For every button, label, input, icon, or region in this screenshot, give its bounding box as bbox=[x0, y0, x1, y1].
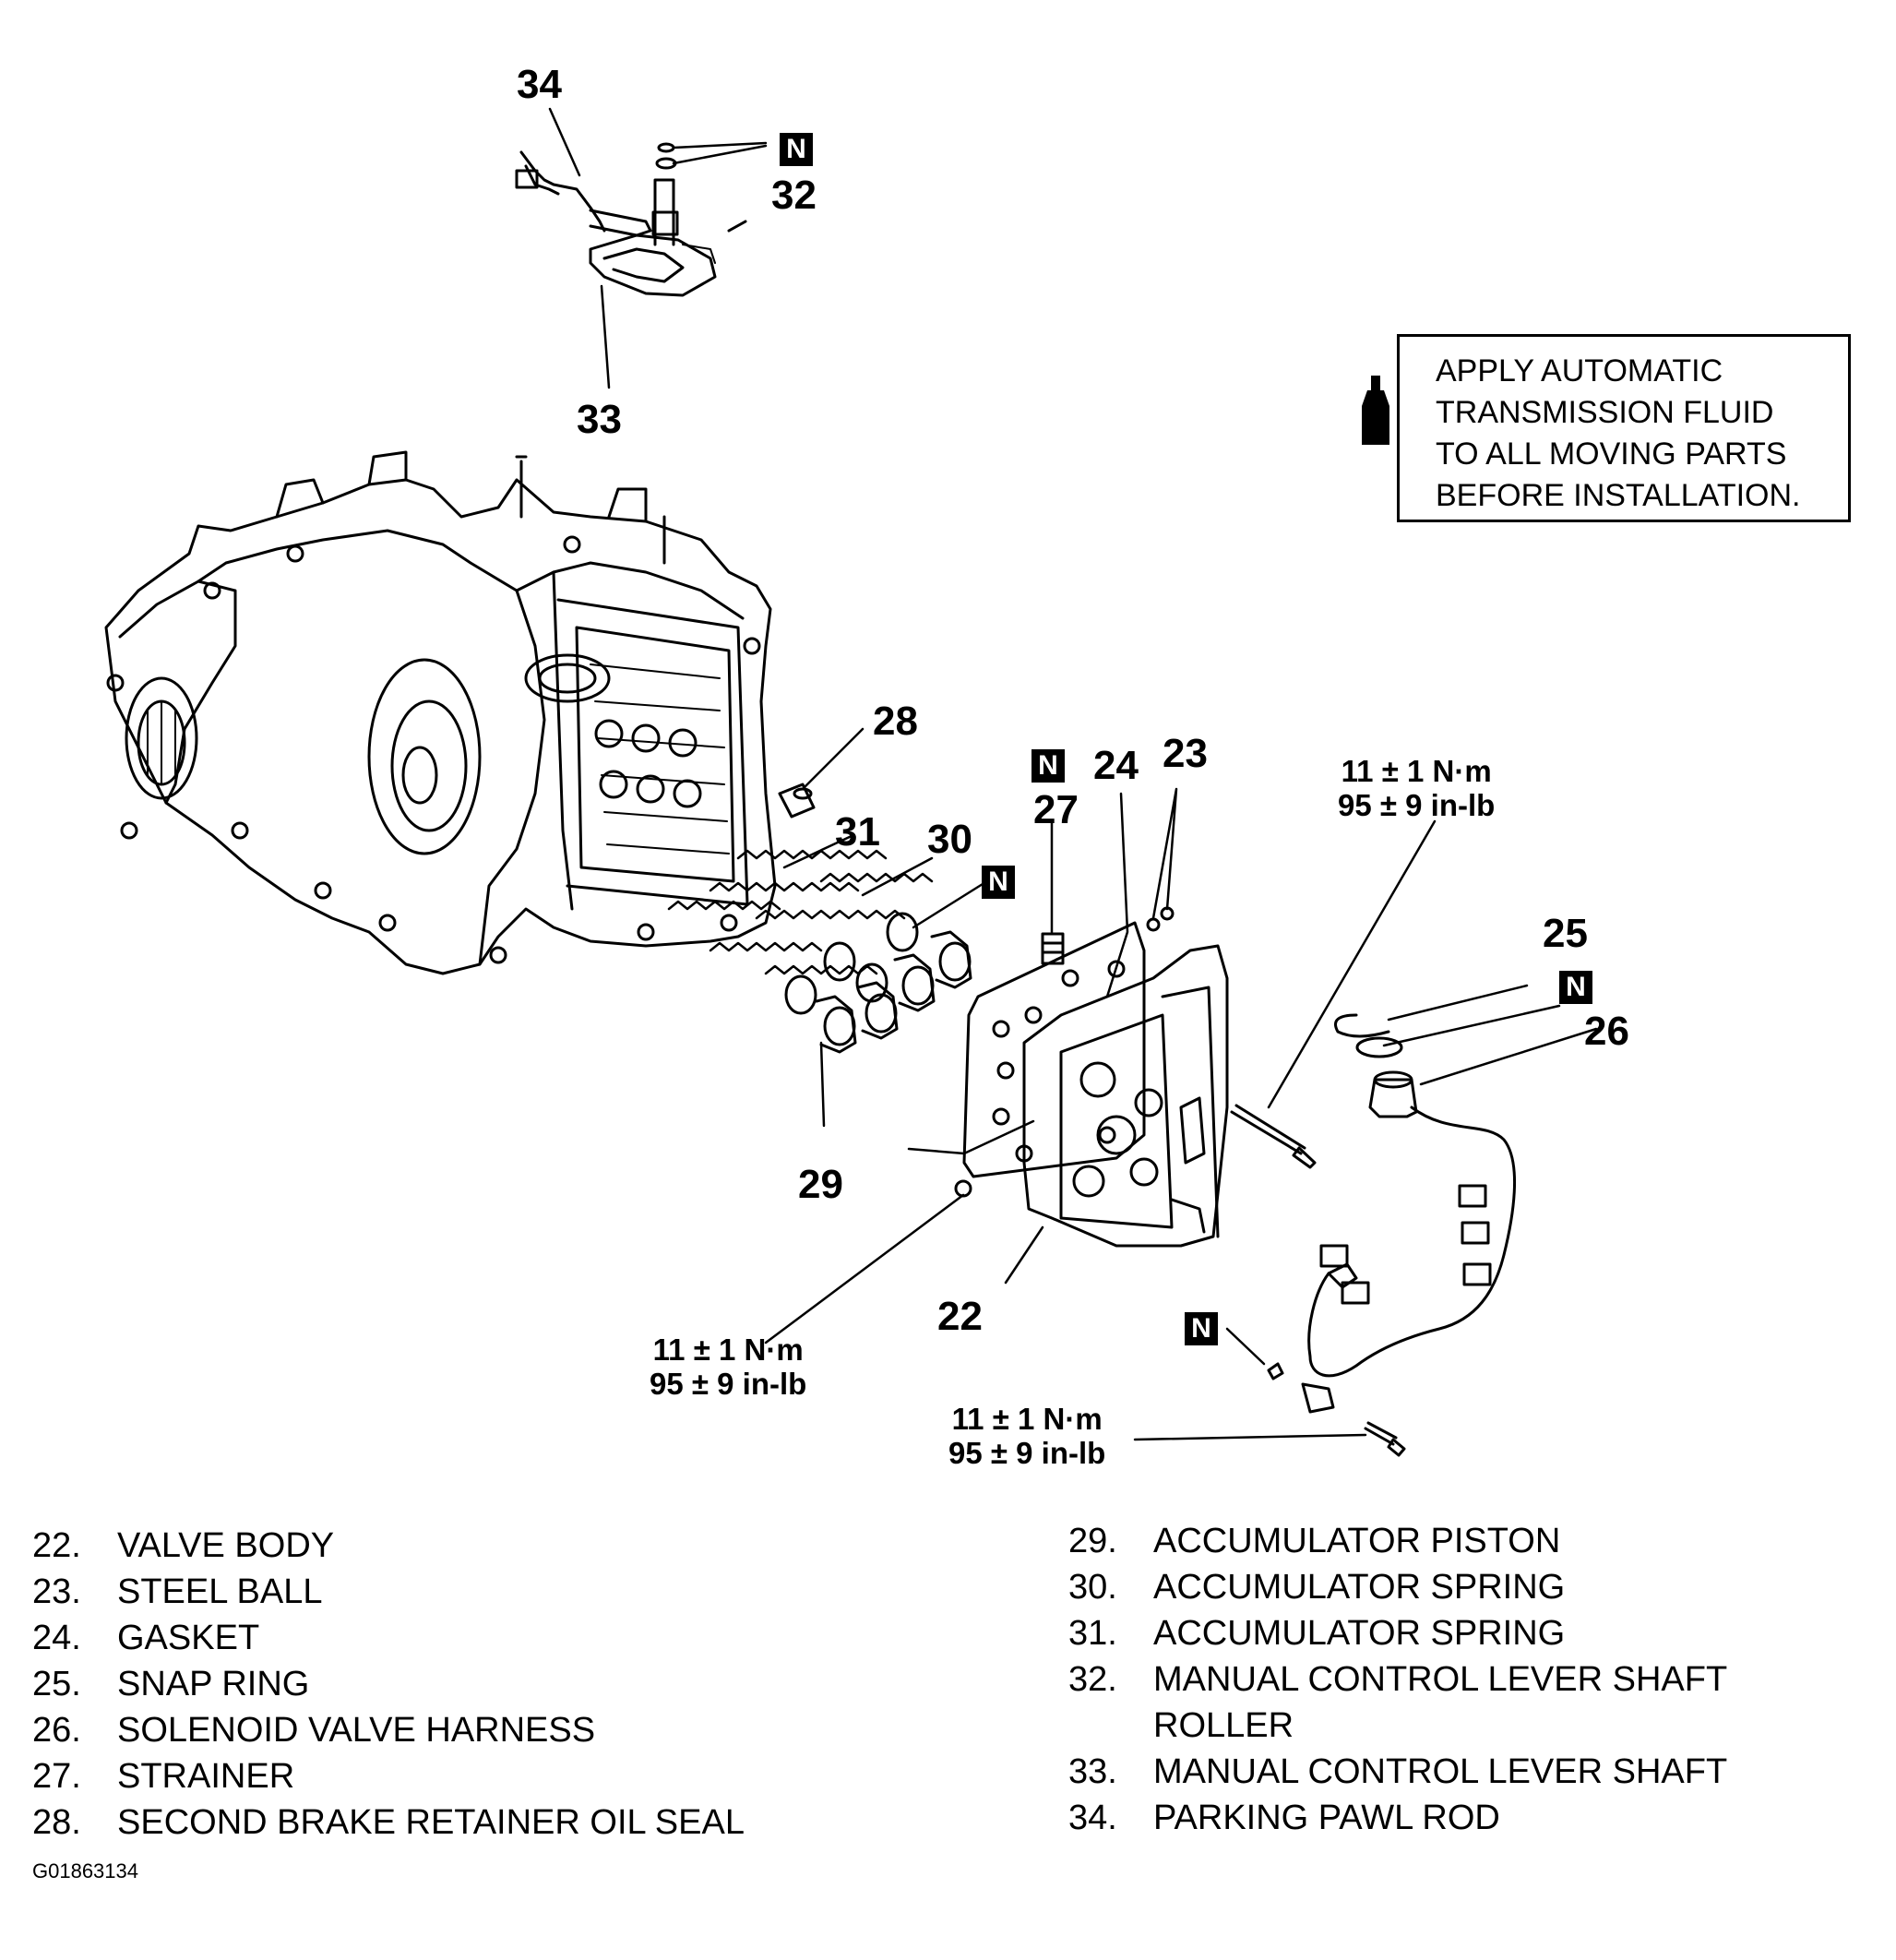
oil-seal-part bbox=[778, 783, 816, 819]
legend-label: PARKING PAWL ROD bbox=[1153, 1799, 1500, 1837]
legend-label: SECOND BRAKE RETAINER OIL SEAL bbox=[117, 1803, 745, 1842]
legend-number: 28. bbox=[32, 1803, 81, 1842]
note-line: TO ALL MOVING PARTS bbox=[1436, 436, 1787, 472]
legend-item: 34. PARKING PAWL ROD bbox=[1068, 1795, 1880, 1841]
snap-ring-part bbox=[1334, 1013, 1390, 1038]
callout-28: 28 bbox=[873, 699, 918, 744]
callout-22: 22 bbox=[937, 1294, 983, 1339]
callout-26: 26 bbox=[1584, 1009, 1629, 1054]
legend-number: 27. bbox=[32, 1757, 81, 1796]
legend-number: 30. bbox=[1068, 1568, 1117, 1607]
callout-25: 25 bbox=[1543, 911, 1588, 956]
note-line: BEFORE INSTALLATION. bbox=[1436, 478, 1801, 513]
steel-ball bbox=[1146, 917, 1161, 932]
legend-number: 26. bbox=[32, 1711, 81, 1750]
legend-label: ROLLER bbox=[1153, 1706, 1294, 1745]
legend-number: 29. bbox=[1068, 1522, 1117, 1560]
legend-item: 25. SNAP RING bbox=[32, 1661, 863, 1707]
note-line: APPLY AUTOMATIC bbox=[1436, 353, 1723, 388]
o-ring-part bbox=[1355, 1036, 1403, 1058]
legend-item: 32. MANUAL CONTROL LEVER SHAFT bbox=[1068, 1656, 1880, 1703]
fluid-note-box: APPLY AUTOMATIC TRANSMISSION FLUID TO AL… bbox=[1397, 334, 1851, 522]
mounting-bolts bbox=[954, 1104, 1406, 1457]
legend-item: 28. SECOND BRAKE RETAINER OIL SEAL bbox=[32, 1799, 863, 1846]
legend-label: VALVE BODY bbox=[117, 1526, 335, 1565]
legend-number: 22. bbox=[32, 1526, 81, 1565]
legend-label: STRAINER bbox=[117, 1757, 295, 1796]
legend-number: 33. bbox=[1068, 1752, 1117, 1791]
new-part-badge: N bbox=[780, 133, 813, 166]
callout-33: 33 bbox=[577, 397, 622, 442]
legend-number: 31. bbox=[1068, 1614, 1117, 1653]
solenoid-harness-part bbox=[1301, 1070, 1517, 1414]
legend-item: 26. SOLENOID VALVE HARNESS bbox=[32, 1707, 863, 1753]
fluid-bottle-icon bbox=[1362, 376, 1389, 445]
parts-legend-right: 29. ACCUMULATOR PISTON 30. ACCUMULATOR SPR… bbox=[1068, 1518, 1880, 1841]
legend-label: STEEL BALL bbox=[117, 1572, 323, 1611]
torque-metric: 11 ± 1 N·m bbox=[951, 1402, 1103, 1436]
legend-number: 23. bbox=[32, 1572, 81, 1611]
torque-imperial: 95 ± 9 in-lb bbox=[1338, 787, 1496, 822]
torque-imperial: 95 ± 9 in-lb bbox=[948, 1435, 1106, 1470]
legend-item: 33. MANUAL CONTROL LEVER SHAFT bbox=[1068, 1749, 1880, 1795]
new-part-badge: N bbox=[1031, 749, 1065, 783]
valve-body-part bbox=[1022, 944, 1229, 1248]
legend-label: MANUAL CONTROL LEVER SHAFT bbox=[1153, 1660, 1728, 1699]
legend-item: 31. ACCUMULATOR SPRING bbox=[1068, 1610, 1880, 1656]
legend-label: GASKET bbox=[117, 1619, 260, 1657]
new-part-badge: N bbox=[1559, 971, 1592, 1004]
torque-imperial: 95 ± 9 in-lb bbox=[650, 1366, 807, 1401]
callout-27: 27 bbox=[1033, 787, 1079, 832]
piston-rings bbox=[784, 912, 919, 1015]
legend-item: 30. ACCUMULATOR SPRING bbox=[1068, 1564, 1880, 1610]
legend-label: ACCUMULATOR PISTON bbox=[1153, 1522, 1561, 1560]
legend-item: 23. STEEL BALL bbox=[32, 1569, 863, 1615]
callout-30: 30 bbox=[927, 817, 972, 862]
accumulator-pistons bbox=[815, 930, 972, 1054]
transmission-case bbox=[104, 450, 777, 975]
torque-metric: 11 ± 1 N·m bbox=[652, 1333, 804, 1367]
new-part-badge: N bbox=[1185, 1312, 1218, 1345]
legend-number: 32. bbox=[1068, 1660, 1117, 1699]
callout-24: 24 bbox=[1093, 743, 1139, 788]
callout-32: 32 bbox=[771, 173, 817, 218]
legend-label: SOLENOID VALVE HARNESS bbox=[117, 1711, 596, 1750]
callout-31: 31 bbox=[835, 809, 880, 855]
callout-34: 34 bbox=[517, 62, 562, 107]
accumulator-springs bbox=[667, 849, 934, 975]
torque-spec: 11 ± 1 N·m 95 ± 9 in-lb bbox=[948, 1402, 1106, 1471]
callout-23: 23 bbox=[1163, 731, 1208, 776]
strainer-part bbox=[1041, 932, 1065, 965]
legend-number: 25. bbox=[32, 1665, 81, 1703]
legend-label: MANUAL CONTROL LEVER SHAFT bbox=[1153, 1752, 1728, 1791]
legend-item: 22. VALVE BODY bbox=[32, 1523, 863, 1569]
legend-number: 24. bbox=[32, 1619, 81, 1657]
note-line: TRANSMISSION FLUID bbox=[1436, 395, 1774, 430]
legend-label: ACCUMULATOR SPRING bbox=[1153, 1614, 1566, 1653]
torque-spec: 11 ± 1 N·m 95 ± 9 in-lb bbox=[1338, 754, 1496, 823]
legend-item: 24. GASKET bbox=[32, 1615, 863, 1661]
legend-label: SNAP RING bbox=[117, 1665, 310, 1703]
legend-item: 29. ACCUMULATOR PISTON bbox=[1068, 1518, 1880, 1564]
gasket-part bbox=[962, 921, 1146, 1178]
legend-label: ACCUMULATOR SPRING bbox=[1153, 1568, 1566, 1607]
legend-item: ROLLER bbox=[1068, 1703, 1880, 1749]
torque-spec: 11 ± 1 N·m 95 ± 9 in-lb bbox=[650, 1333, 806, 1402]
torque-metric: 11 ± 1 N·m bbox=[1341, 754, 1492, 788]
callout-29: 29 bbox=[798, 1162, 843, 1207]
legend-number: 34. bbox=[1068, 1799, 1117, 1837]
new-part-badge: N bbox=[982, 866, 1015, 899]
legend-item: 27. STRAINER bbox=[32, 1753, 863, 1799]
parts-legend-left: 22. VALVE BODY 23. STEEL BALL 24. GASKET 25… bbox=[32, 1523, 863, 1846]
leader-lines bbox=[548, 107, 1598, 1441]
figure-id: G01863134 bbox=[32, 1859, 138, 1882]
manual-control-lever-assembly bbox=[515, 142, 747, 297]
